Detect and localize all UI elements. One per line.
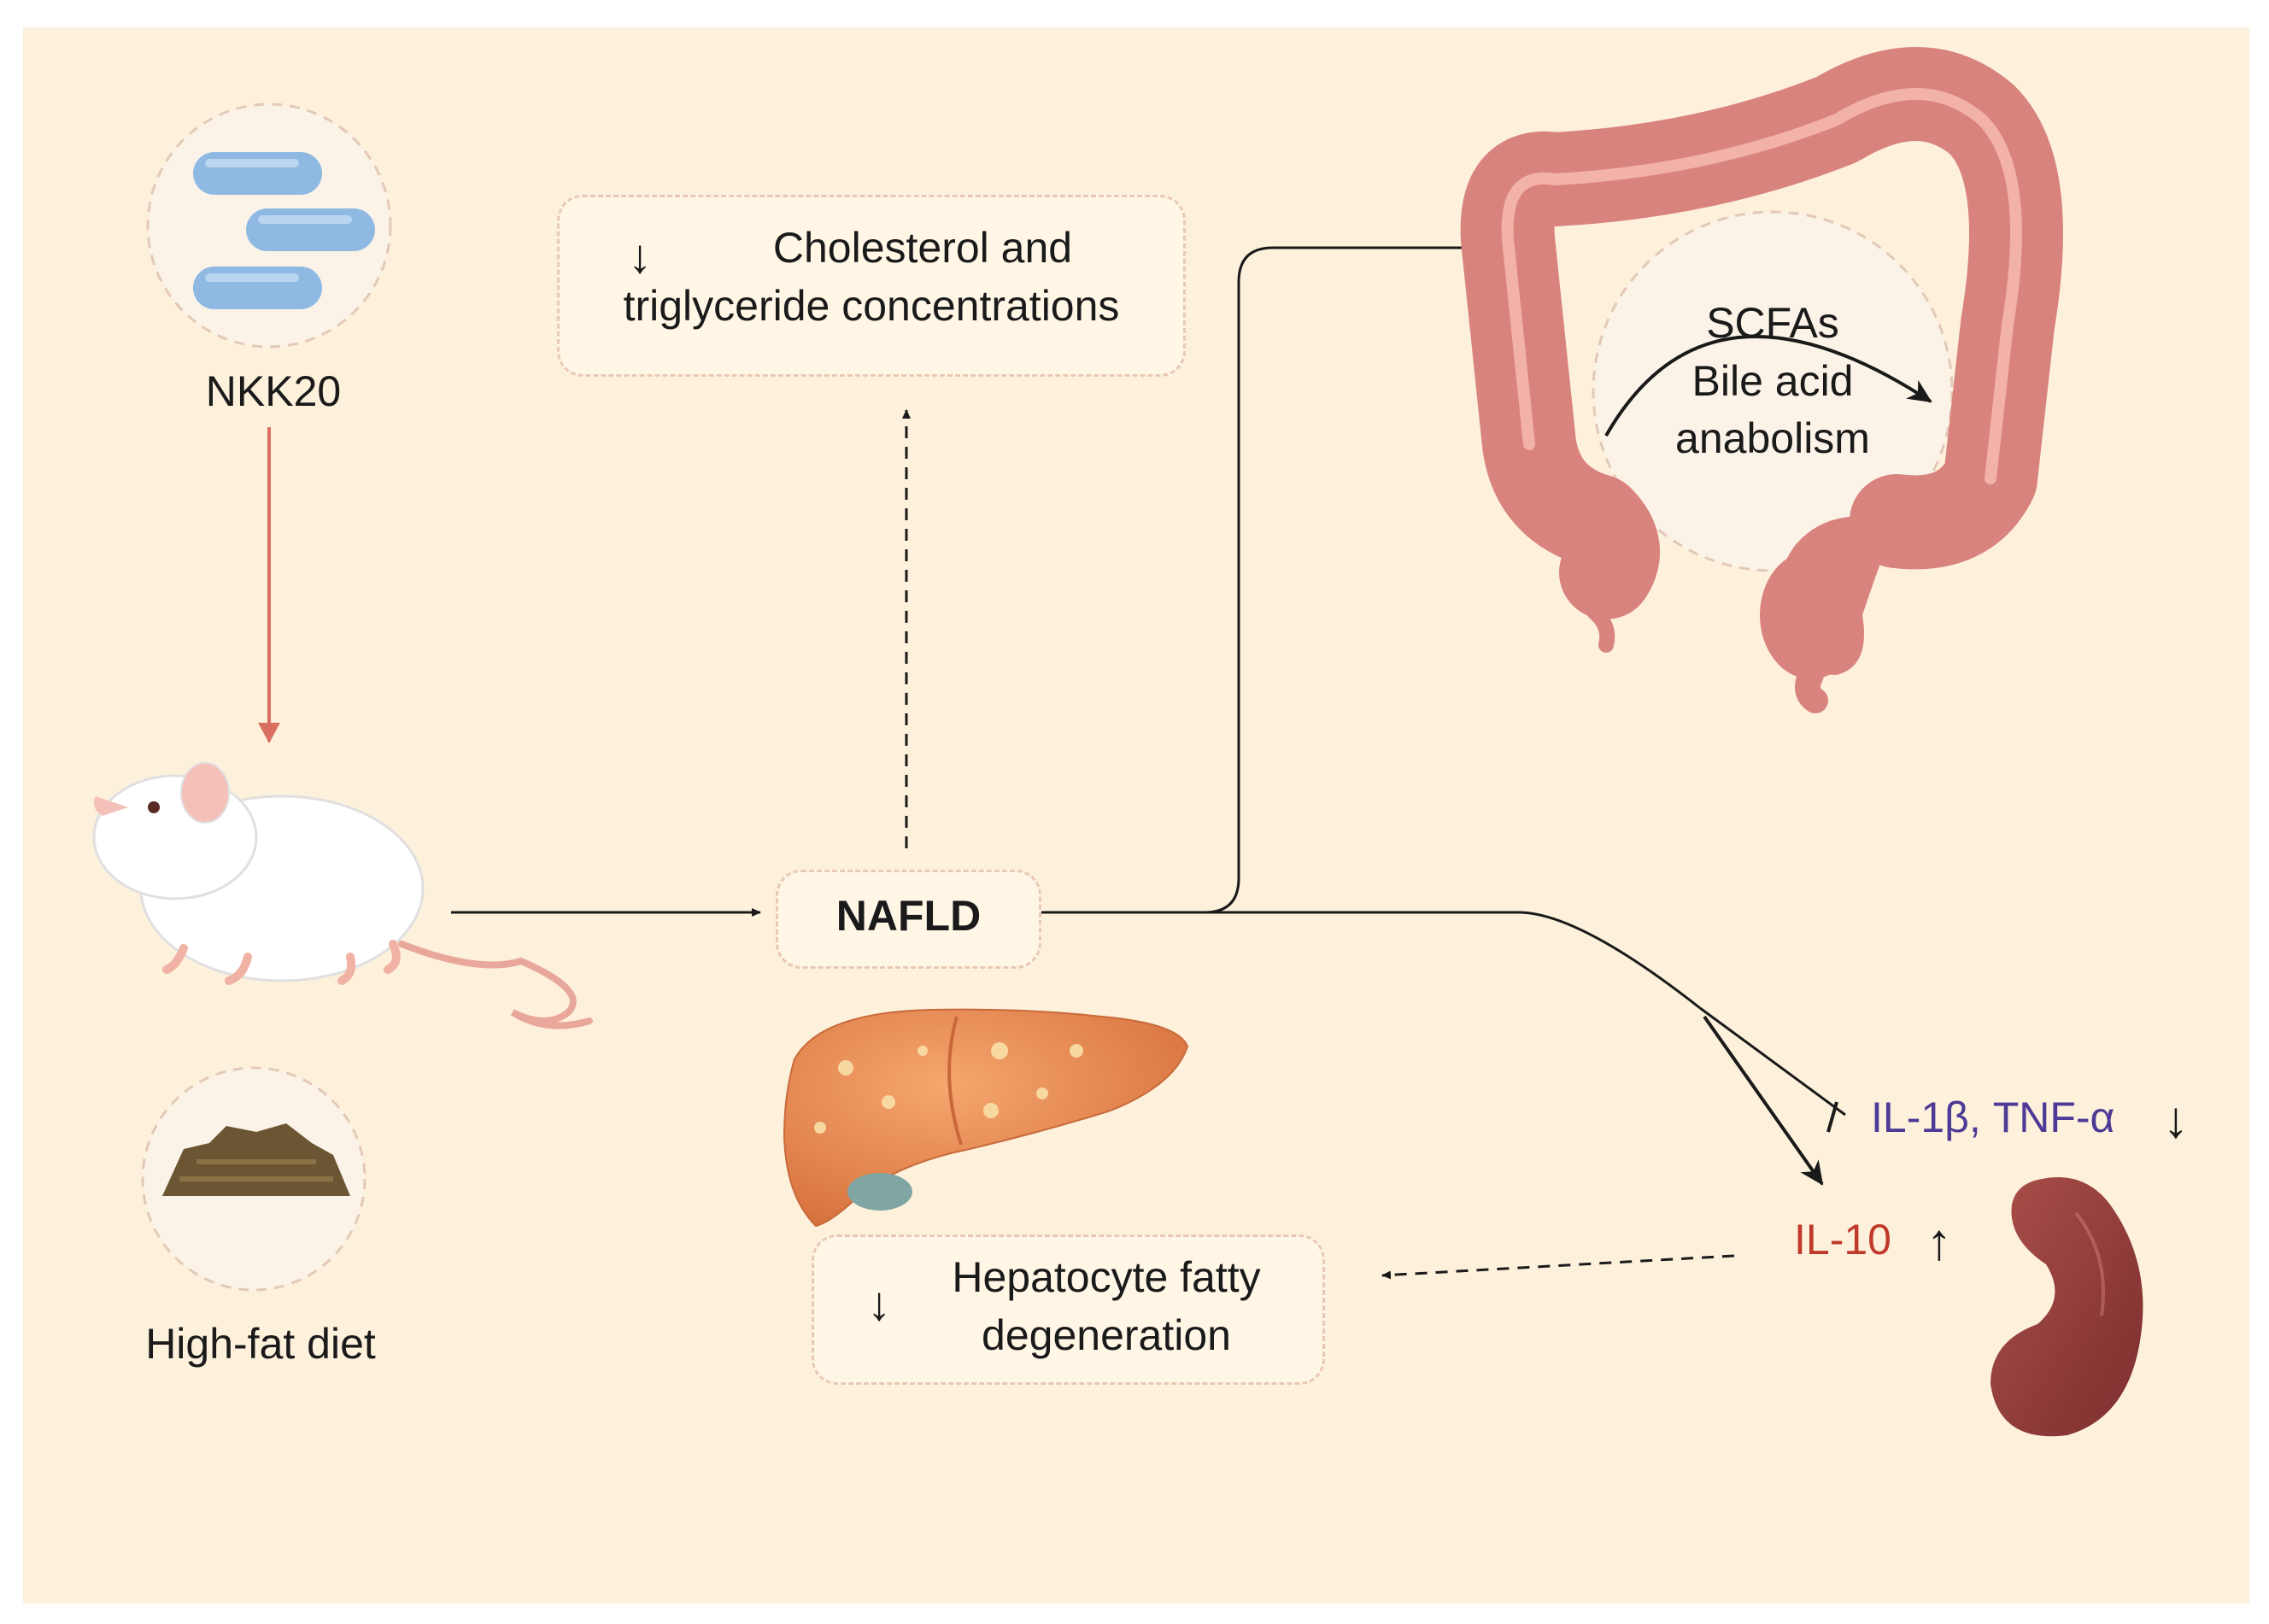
diet-icon bbox=[141, 1066, 366, 1292]
spleen-icon bbox=[1991, 1177, 2143, 1437]
liver-effect-trend-arrow: ↓ bbox=[867, 1276, 891, 1330]
lipids-text: Cholesterol and triglyceride concentrati… bbox=[564, 220, 1179, 335]
colon-line-1: SCFAs bbox=[1706, 299, 1839, 347]
colon-icon bbox=[1460, 47, 2063, 713]
colon-line-2: Bile acid bbox=[1691, 356, 1854, 405]
nafld-box bbox=[776, 870, 1041, 969]
il10-trend-arrow: ↑ bbox=[1926, 1213, 1952, 1270]
lipids-line-1: Cholesterol and bbox=[772, 224, 1073, 272]
supplement-icon bbox=[146, 103, 392, 349]
liver-effect-text: Hepatocyte fatty degeneration bbox=[906, 1249, 1307, 1364]
liver-effect-line-2: degeneration bbox=[982, 1310, 1231, 1359]
il10-arrow bbox=[1703, 1015, 1824, 1186]
lipids-trend-arrow: ↓ bbox=[628, 229, 652, 283]
mouse-icon bbox=[92, 762, 593, 1029]
lipids-box bbox=[557, 195, 1186, 377]
proinflammatory-trend-arrow: ↓ bbox=[2163, 1091, 2189, 1148]
il10-label: IL-10 bbox=[1794, 1216, 1891, 1263]
diet-label: High-fat diet bbox=[145, 1320, 376, 1368]
colon-line-3: anabolism bbox=[1675, 414, 1870, 462]
il10-to-liver-arrow bbox=[1381, 1254, 1735, 1280]
inhibition-line bbox=[1699, 1006, 1846, 1117]
proinflammatory-label: IL-1β, TNF-α bbox=[1871, 1093, 2115, 1141]
liver-effect-box bbox=[812, 1234, 1325, 1385]
nafld-label: NAFLD bbox=[835, 892, 982, 940]
supplement-label: NKK20 bbox=[205, 367, 342, 415]
lipids-line-2: triglyceride concentrations bbox=[623, 281, 1120, 330]
liver-effect-line-1: Hepatocyte fatty bbox=[952, 1253, 1261, 1301]
nafld-to-colon-arrow bbox=[1035, 243, 1479, 914]
colon-text: SCFAs Bile acid anabolism bbox=[1640, 295, 1905, 468]
liver-icon bbox=[783, 1008, 1189, 1228]
